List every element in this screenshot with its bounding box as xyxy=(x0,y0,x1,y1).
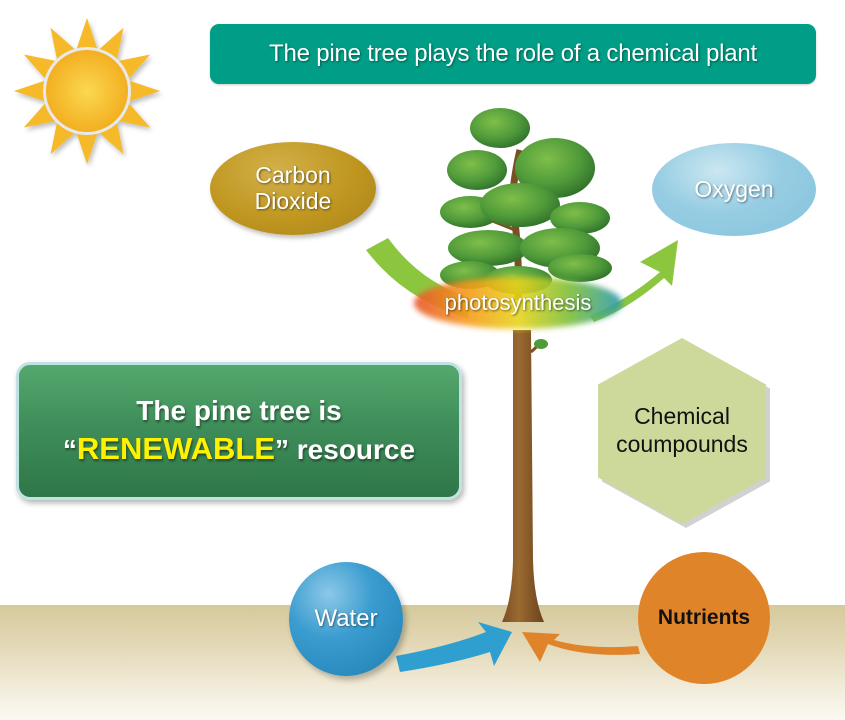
renewable-line1: The pine tree is xyxy=(136,394,342,426)
water-flow-arrow xyxy=(396,622,512,672)
chemical-compounds-line2: coumpounds xyxy=(616,431,748,457)
carbon-dioxide-line1: Carbon xyxy=(255,162,331,189)
chemical-compounds-line1: Chemical xyxy=(634,403,730,430)
oxygen-bubble: Oxygen xyxy=(652,143,816,236)
nutrients-flow-arrow xyxy=(522,632,640,662)
sun-icon xyxy=(14,18,160,164)
carbon-dioxide-line2: Dioxide xyxy=(254,187,332,214)
nutrients-label: Nutrients xyxy=(657,606,751,630)
water-label: Water xyxy=(314,604,378,632)
title-banner: The pine tree plays the role of a chemic… xyxy=(210,24,816,84)
open-quote: “ xyxy=(62,434,77,466)
renewable-line2: “RENEWABLE” resource xyxy=(63,429,415,469)
renewable-rest: resource xyxy=(289,434,416,466)
close-quote: ” xyxy=(275,434,289,466)
oxygen-flow-arrow xyxy=(590,240,678,322)
oxygen-label: Oxygen xyxy=(694,175,774,202)
branch-leaf xyxy=(534,339,548,349)
chemical-compounds-hexagon: Chemical coumpounds xyxy=(598,338,766,524)
renewable-resource-box: The pine tree is “RENEWABLE” resource xyxy=(16,362,462,500)
pine-tree-icon xyxy=(440,108,612,301)
nutrients-bubble: Nutrients xyxy=(638,552,770,684)
water-bubble: Water xyxy=(289,562,403,676)
photosynthesis-glow xyxy=(414,277,622,329)
tree-trunk xyxy=(502,330,544,622)
carbon-dioxide-bubble: Carbon Dioxide xyxy=(210,142,376,235)
renewable-highlight: RENEWABLE xyxy=(76,431,275,467)
photosynthesis-label: photosynthesis xyxy=(444,290,592,315)
